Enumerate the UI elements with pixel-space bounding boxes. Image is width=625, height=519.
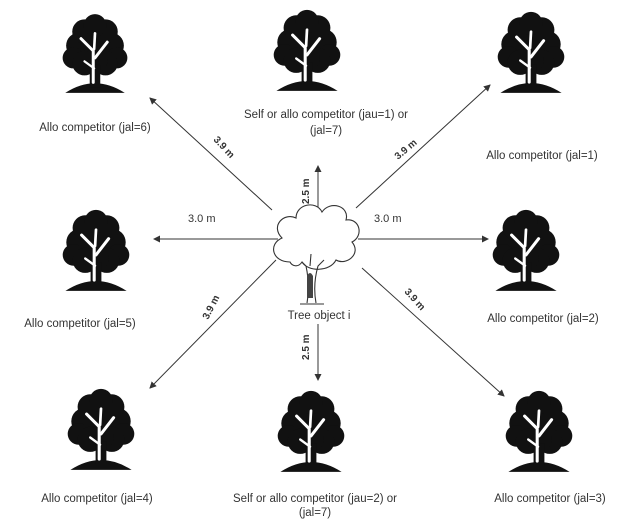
arrow-nw <box>149 97 273 211</box>
tree-icon <box>271 8 343 93</box>
tree-label-n-line2: (jal=7) <box>310 125 342 137</box>
tree-label-nw: Allo competitor (jal=6) <box>39 122 151 134</box>
arrow-se <box>361 267 505 397</box>
tree-label-s-line2: (jal=7) <box>299 507 331 519</box>
tree-icon <box>60 208 132 293</box>
distance-label-down: 2.5 m <box>301 334 312 360</box>
tree-icon <box>490 208 562 293</box>
tree-icon <box>504 390 574 474</box>
distance-label-ne: 3.9 m <box>393 137 420 162</box>
distance-label-up: 2.5 m <box>301 178 312 204</box>
tree-label-s-line1: Self or allo competitor (jau=2) or <box>233 493 397 505</box>
center-tree-icon <box>273 204 360 305</box>
tree-icon <box>65 387 137 472</box>
tree-label-n-line1: Self or allo competitor (jau=1) or <box>244 109 408 121</box>
tree-label-e: Allo competitor (jal=2) <box>487 313 599 325</box>
tree-label-w: Allo competitor (jal=5) <box>24 318 136 330</box>
distance-label-right: 3.0 m <box>374 213 402 225</box>
tree-label-ne: Allo competitor (jal=1) <box>486 150 598 162</box>
tree-label-sw: Allo competitor (jal=4) <box>41 493 153 505</box>
center-tree-label: Tree object i <box>288 310 351 322</box>
tree-label-se: Allo competitor (jal=3) <box>494 493 606 505</box>
tree-icon <box>276 390 346 474</box>
arrow-sw <box>149 259 277 389</box>
distance-label-se: 3.9 m <box>402 287 427 313</box>
tree-icon <box>495 10 567 95</box>
distance-label-left: 3.0 m <box>188 213 216 225</box>
tree-icon <box>60 12 130 95</box>
arrows <box>149 84 505 397</box>
tree-labels: Allo competitor (jal=6) Self or allo com… <box>24 109 606 519</box>
arrow-ne <box>355 84 491 209</box>
